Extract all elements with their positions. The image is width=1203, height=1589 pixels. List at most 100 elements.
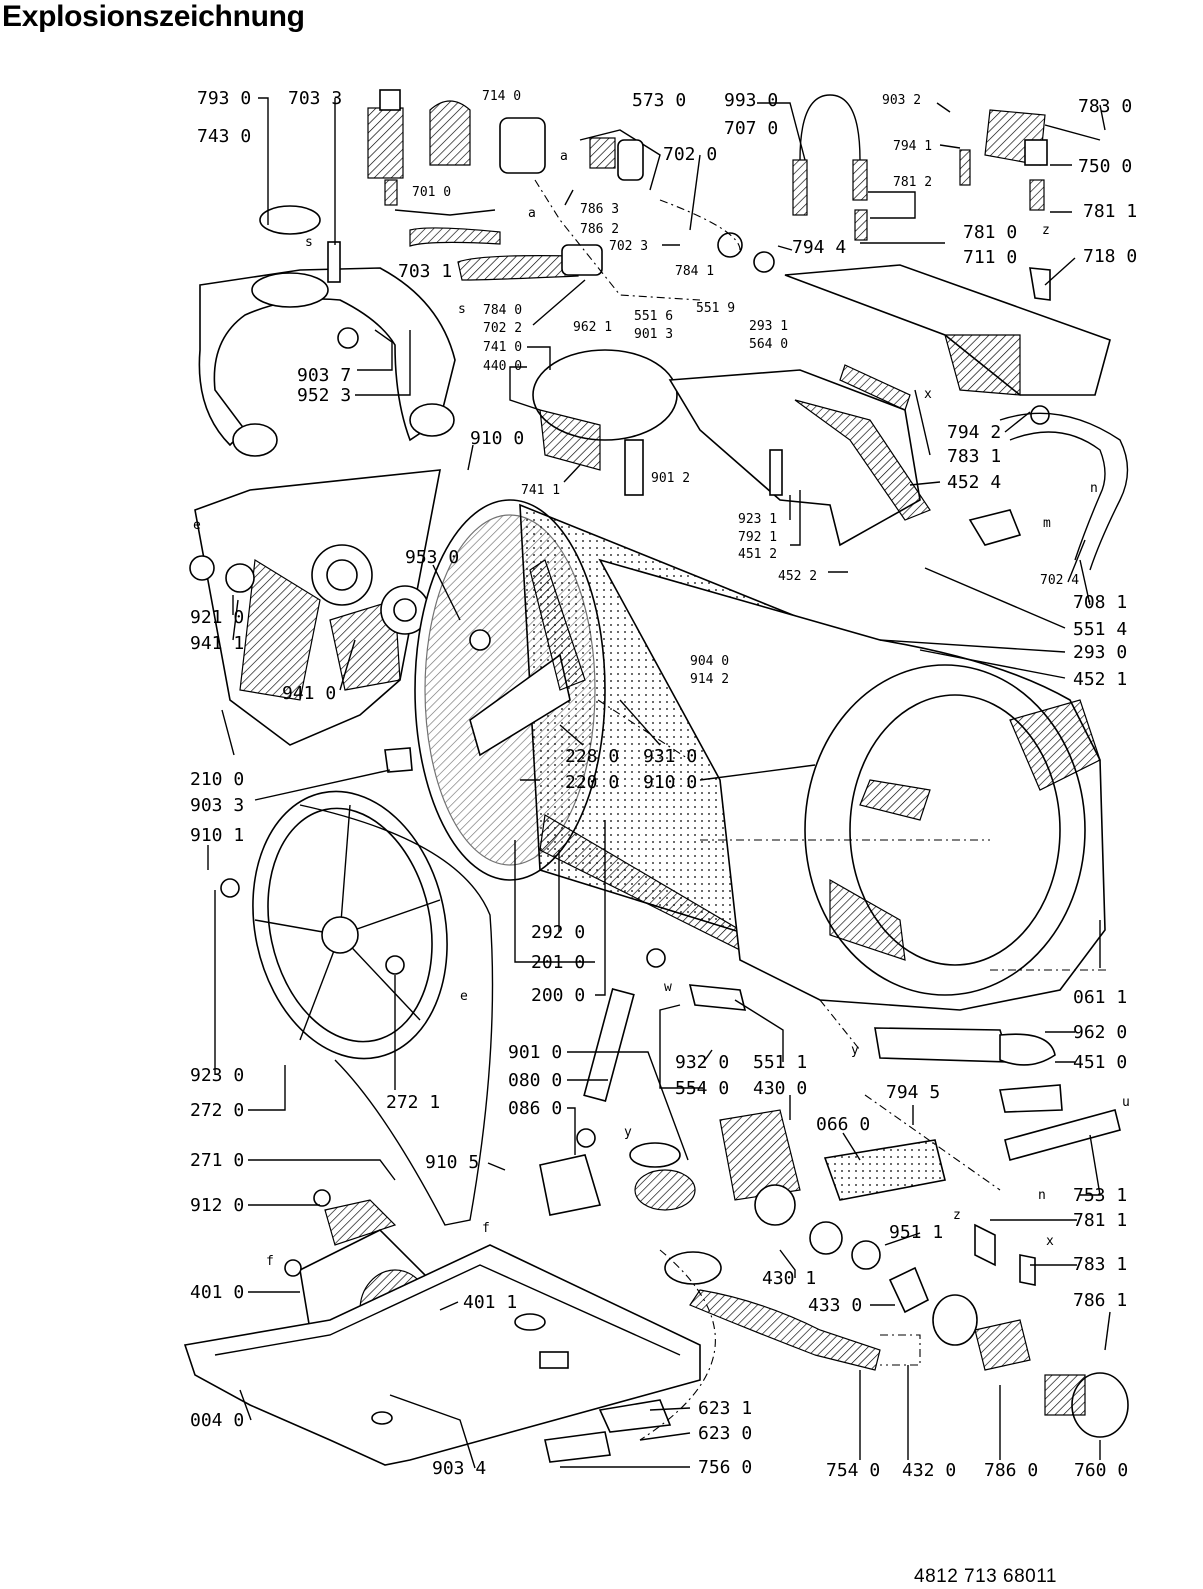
connection-marker: f xyxy=(482,1221,490,1236)
part-label: 910 0 xyxy=(643,772,697,793)
part-label: 941 1 xyxy=(190,633,244,654)
connection-marker: w xyxy=(664,980,672,995)
part-label: 786 3 xyxy=(580,202,619,217)
part-label: 703 1 xyxy=(398,261,452,282)
part-label: 921 0 xyxy=(190,607,244,628)
part-label: 451 0 xyxy=(1073,1052,1127,1073)
part-label: 210 0 xyxy=(190,769,244,790)
letter-markers: a a s s z x e n m e y w y u n z x f f xyxy=(193,149,1130,1269)
part-label: 910 5 xyxy=(425,1152,479,1173)
pressure-hose xyxy=(717,94,868,273)
part-label: 718 0 xyxy=(1083,246,1137,267)
part-label: 792 1 xyxy=(738,530,777,545)
part-label: 783 1 xyxy=(947,446,1001,467)
part-label: 784 1 xyxy=(675,264,714,279)
part-label: 794 4 xyxy=(792,237,846,258)
part-label: 707 0 xyxy=(724,118,778,139)
part-label: 451 2 xyxy=(738,547,777,562)
connection-marker: n xyxy=(1038,1188,1046,1203)
part-label: 551 1 xyxy=(753,1052,807,1073)
suds-box xyxy=(532,349,931,547)
rear-tub xyxy=(189,469,441,773)
part-label: 903 4 xyxy=(432,1458,486,1479)
part-label: 711 0 xyxy=(963,247,1017,268)
connection-marker: a xyxy=(528,206,536,221)
pump-and-drain xyxy=(664,1223,1129,1438)
part-label: 701 0 xyxy=(412,185,451,200)
connection-marker: s xyxy=(458,302,466,317)
part-label: 200 0 xyxy=(531,985,585,1006)
part-label: 703 3 xyxy=(288,88,342,109)
part-label: 741 1 xyxy=(521,483,560,498)
part-label: 623 0 xyxy=(698,1423,752,1444)
drain-hose-right xyxy=(968,412,1129,571)
part-label: 554 0 xyxy=(675,1078,729,1099)
part-label: 401 0 xyxy=(190,1282,244,1303)
connection-marker: m xyxy=(1043,516,1051,531)
part-label: 951 1 xyxy=(889,1222,943,1243)
part-label: 452 1 xyxy=(1073,669,1127,690)
part-label: 401 1 xyxy=(463,1292,517,1313)
part-label: 923 0 xyxy=(190,1065,244,1086)
part-label: 754 0 xyxy=(826,1460,880,1481)
document-number: 4812 713 68011 xyxy=(914,1566,1057,1587)
part-label: 708 1 xyxy=(1073,592,1127,613)
part-label: 702 2 xyxy=(483,321,522,336)
part-label: 901 3 xyxy=(634,327,673,342)
part-label: 551 4 xyxy=(1073,619,1127,640)
connection-marker: u xyxy=(1122,1095,1130,1110)
part-label: 931 0 xyxy=(643,746,697,767)
connection-marker: n xyxy=(1090,481,1098,496)
part-label: 783 0 xyxy=(1078,96,1132,117)
part-label: 551 9 xyxy=(696,301,735,316)
part-label: 910 1 xyxy=(190,825,244,846)
part-label: 794 5 xyxy=(886,1082,940,1103)
connection-marker: y xyxy=(624,1125,632,1140)
part-label: 292 0 xyxy=(531,922,585,943)
leader-lines xyxy=(207,97,1111,1469)
part-label: 086 0 xyxy=(508,1098,562,1119)
lower-parts xyxy=(539,948,1121,1314)
part-label: 941 0 xyxy=(282,683,336,704)
part-label: 080 0 xyxy=(508,1070,562,1091)
part-label: 061 1 xyxy=(1073,987,1127,1008)
part-label: 760 0 xyxy=(1074,1460,1128,1481)
part-label: 220 0 xyxy=(565,772,619,793)
part-label: 903 3 xyxy=(190,795,244,816)
part-label: 993 0 xyxy=(724,90,778,111)
part-label: 910 0 xyxy=(470,428,524,449)
part-label: 786 2 xyxy=(580,222,619,237)
part-label: 914 2 xyxy=(690,672,729,687)
part-label: 201 0 xyxy=(531,952,585,973)
part-label: 781 1 xyxy=(1083,201,1137,222)
part-label: 783 1 xyxy=(1073,1254,1127,1275)
part-label: 066 0 xyxy=(816,1114,870,1135)
part-label: 440 0 xyxy=(483,359,522,374)
connection-marker: x xyxy=(924,387,932,402)
part-label: 904 0 xyxy=(690,654,729,669)
part-label: 912 0 xyxy=(190,1195,244,1216)
part-label: 702 3 xyxy=(609,239,648,254)
part-label: 923 1 xyxy=(738,512,777,527)
part-label: 432 0 xyxy=(902,1460,956,1481)
dispenser-drawer xyxy=(784,264,1111,425)
connection-marker: s xyxy=(305,235,313,250)
part-label: 901 0 xyxy=(508,1042,562,1063)
part-label: 004 0 xyxy=(190,1410,244,1431)
part-label: 781 2 xyxy=(893,175,932,190)
part-label: 793 0 xyxy=(197,88,251,109)
part-label: 714 0 xyxy=(482,89,521,104)
part-label: 794 2 xyxy=(947,422,1001,443)
part-label: 962 1 xyxy=(573,320,612,335)
heater-top xyxy=(959,109,1101,211)
part-label: 293 1 xyxy=(749,319,788,334)
part-label: 272 0 xyxy=(190,1100,244,1121)
part-label: 741 0 xyxy=(483,340,522,355)
part-label: 756 0 xyxy=(698,1457,752,1478)
connection-marker: x xyxy=(1046,1234,1054,1249)
part-label: 702 0 xyxy=(663,144,717,165)
part-label: 452 4 xyxy=(947,472,1001,493)
part-label: 952 3 xyxy=(297,385,351,406)
part-label: 781 0 xyxy=(963,222,1017,243)
